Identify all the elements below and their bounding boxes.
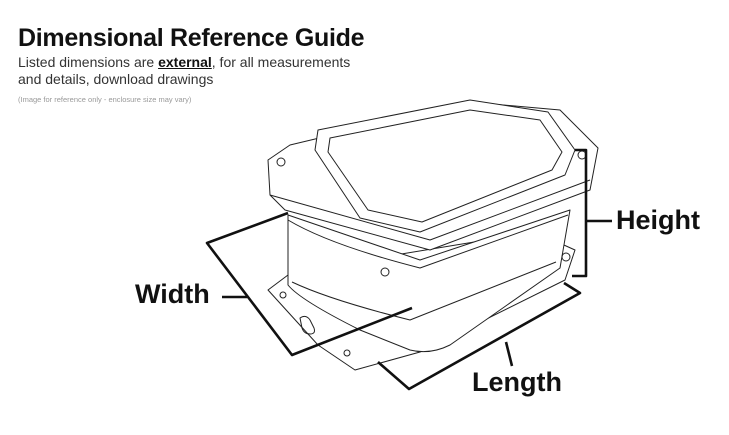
length-label: Length: [472, 367, 562, 397]
screw-icon: [276, 157, 286, 167]
height-label: Height: [616, 205, 700, 235]
enclosure-body: [287, 209, 571, 353]
width-bracket: [205, 211, 413, 357]
lid-panel: [314, 99, 576, 233]
mount-hole-icon: [279, 291, 287, 299]
emphasis-external: external: [158, 54, 212, 70]
screw-icon: [561, 252, 571, 262]
subtitle: Listed dimensions are external, for all …: [18, 54, 358, 88]
subtitle-text-after: , for all measurements and details, down…: [18, 54, 351, 87]
mount-hole-icon: [343, 349, 351, 357]
keyhole-slot-icon: [299, 315, 315, 335]
length-bracket: [377, 281, 582, 391]
subtitle-text: Listed dimensions are: [18, 54, 159, 70]
width-label: Width: [135, 279, 210, 309]
screw-icon: [380, 267, 390, 277]
reference-note: (Image for reference only - enclosure si…: [18, 95, 192, 104]
height-bracket: [572, 148, 588, 278]
length-leader: [504, 341, 514, 367]
page-title: Dimensional Reference Guide: [18, 24, 365, 52]
